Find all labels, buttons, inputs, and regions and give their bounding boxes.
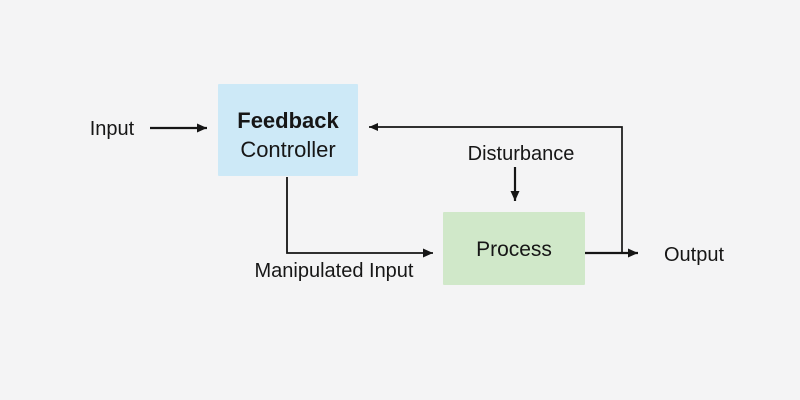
controller-label-line1: Feedback [237, 108, 339, 133]
input-label: Input [90, 118, 135, 140]
feedback-controller-node [218, 84, 358, 176]
edge-controller-to-process [286, 177, 433, 258]
edges-group [150, 123, 638, 258]
manipulated-input-label: Manipulated Input [254, 260, 413, 282]
disturbance-label: Disturbance [468, 143, 575, 165]
edge-feedback-loop [369, 123, 623, 252]
output-label: Output [664, 244, 724, 266]
process-node [443, 212, 585, 285]
text-group: Feedback Controller Process Input Distur… [90, 108, 725, 282]
process-label: Process [476, 238, 552, 261]
controller-label-line2: Controller [240, 137, 335, 162]
